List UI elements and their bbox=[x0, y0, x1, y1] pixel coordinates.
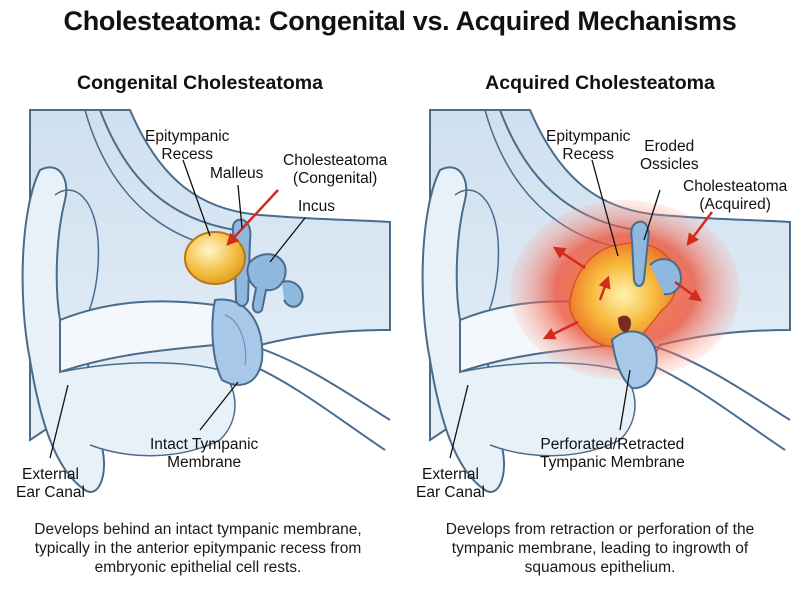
congenital-ear-diagram bbox=[21, 109, 391, 493]
label-epitympanic-recess: Epitympanic Recess bbox=[145, 128, 230, 163]
label-external-ear-canal: External Ear Canal bbox=[416, 466, 485, 501]
incus bbox=[246, 253, 287, 314]
acquired-cholesteatoma bbox=[568, 242, 678, 348]
congenital-description: Develops behind an intact tympanic membr… bbox=[34, 521, 362, 576]
congenital-cholesteatoma bbox=[184, 231, 246, 285]
acquired-panel-title: Acquired Cholesteatoma bbox=[485, 72, 715, 94]
label-epitympanic-recess: Epitympanic Recess bbox=[546, 128, 631, 163]
label-incus: Incus bbox=[298, 198, 336, 215]
acquired-description: Develops from retraction or perforation … bbox=[445, 521, 755, 576]
page-title: Cholesteatoma: Congenital vs. Acquired M… bbox=[63, 6, 737, 36]
label-perforated-tympanic-membrane: Perforated/Retracted Tympanic Membrane bbox=[540, 436, 685, 471]
label-cholesteatoma-congenital: Cholesteatoma (Congenital) bbox=[283, 152, 388, 187]
label-eroded-ossicles: Eroded Ossicles bbox=[640, 138, 699, 173]
label-malleus: Malleus bbox=[210, 165, 264, 182]
cholesteatoma-arrow bbox=[226, 189, 279, 246]
label-external-ear-canal: External Ear Canal bbox=[16, 466, 85, 501]
label-cholesteatoma-acquired: Cholesteatoma (Acquired) bbox=[683, 178, 788, 213]
label-intact-tympanic-membrane: Intact Tympanic Membrane bbox=[150, 436, 259, 471]
perforated-tympanic-membrane bbox=[610, 330, 658, 390]
cholesteatoma-arrow bbox=[686, 211, 713, 246]
congenital-panel-title: Congenital Cholesteatoma bbox=[77, 72, 323, 94]
acquired-ear-diagram bbox=[421, 109, 791, 493]
intact-tympanic-membrane bbox=[211, 298, 264, 386]
